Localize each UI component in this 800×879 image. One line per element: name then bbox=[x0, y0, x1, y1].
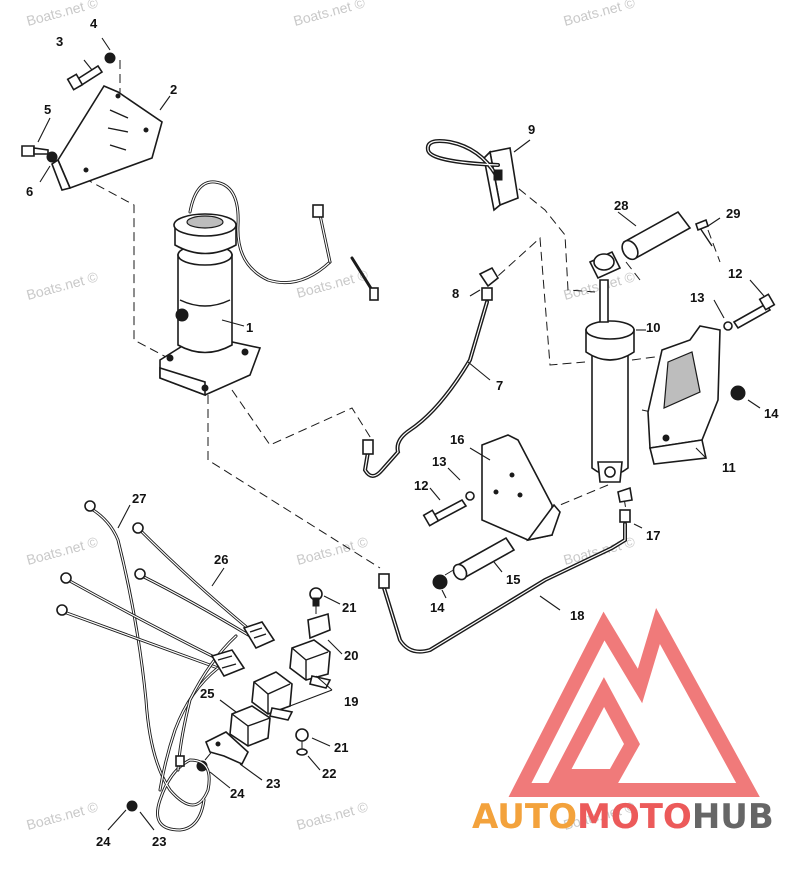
callout-15: 15 bbox=[506, 572, 520, 587]
svg-text:AUTOMOTOHUB: AUTOMOTOHUB bbox=[472, 797, 774, 837]
pivot-pin-15 bbox=[452, 536, 516, 581]
callout-3: 3 bbox=[56, 34, 63, 49]
callout-19: 19 bbox=[344, 694, 358, 709]
callout-22: 22 bbox=[322, 766, 336, 781]
leader-lines bbox=[37, 37, 765, 831]
wiring-harness bbox=[56, 500, 276, 832]
callout-8: 8 bbox=[452, 286, 459, 301]
callout-21-lower: 21 bbox=[334, 740, 348, 755]
watermark: Boats.net © bbox=[25, 533, 101, 568]
callout-23-lower: 23 bbox=[152, 834, 166, 849]
nut-14-right bbox=[730, 385, 746, 401]
relay-19-upper bbox=[289, 639, 332, 689]
callout-24-upper: 24 bbox=[230, 786, 245, 801]
logo-text-moto: MOTO bbox=[577, 797, 692, 837]
callout-5: 5 bbox=[44, 102, 51, 117]
callout-14-center: 14 bbox=[430, 600, 445, 615]
callout-26: 26 bbox=[214, 552, 228, 567]
callout-23-upper: 23 bbox=[266, 776, 280, 791]
screw-21-upper bbox=[309, 587, 323, 607]
logo-text-auto: AUTO bbox=[472, 797, 577, 837]
logo-wordmark: AUTOMOTOHUB bbox=[472, 797, 774, 837]
callout-16: 16 bbox=[450, 432, 464, 447]
mount-bracket-16 bbox=[481, 434, 561, 542]
bracket-23-upper bbox=[204, 731, 249, 766]
callout-13-center: 13 bbox=[432, 454, 446, 469]
callout-2: 2 bbox=[170, 82, 177, 97]
callout-12-right: 12 bbox=[728, 266, 742, 281]
screw-21-lower-washer-22 bbox=[295, 728, 309, 756]
screw-5-washer-6 bbox=[21, 145, 58, 163]
callout-13-right: 13 bbox=[690, 290, 704, 305]
watermark: Boats.net © bbox=[25, 0, 101, 29]
callout-1: 1 bbox=[246, 320, 253, 335]
pump-motor bbox=[159, 180, 379, 397]
callout-7: 7 bbox=[496, 378, 503, 393]
callout-14-right: 14 bbox=[764, 406, 779, 421]
callout-27: 27 bbox=[132, 491, 146, 506]
watermark: Boats.net © bbox=[292, 0, 368, 29]
callout-17: 17 bbox=[646, 528, 660, 543]
watermark: Boats.net © bbox=[25, 798, 101, 833]
bolt-12-washer-13-center bbox=[422, 491, 475, 527]
callout-20: 20 bbox=[344, 648, 358, 663]
callout-12-center: 12 bbox=[414, 478, 428, 493]
callout-6: 6 bbox=[26, 184, 33, 199]
trim-cylinder bbox=[585, 250, 635, 483]
callout-9: 9 bbox=[528, 122, 535, 137]
nut-14-center bbox=[432, 574, 448, 590]
relay-19-lower bbox=[251, 671, 294, 721]
bolt-12-washer-13-right bbox=[723, 293, 776, 331]
relay-bracket-20 bbox=[307, 612, 331, 640]
bolt-3-nut-4 bbox=[66, 52, 116, 91]
pivot-pin bbox=[621, 210, 692, 261]
callout-4: 4 bbox=[90, 16, 98, 31]
callout-11: 11 bbox=[722, 460, 736, 475]
mount-bracket-11 bbox=[647, 325, 721, 465]
nut-24-lower bbox=[126, 800, 138, 812]
bracket-plate bbox=[51, 84, 163, 191]
callout-24-lower: 24 bbox=[96, 834, 111, 849]
watermark: Boats.net © bbox=[295, 798, 371, 833]
relay-25 bbox=[229, 705, 271, 747]
watermark: Boats.net © bbox=[562, 0, 638, 29]
callout-10: 10 bbox=[646, 320, 660, 335]
watermark: Boats.net © bbox=[25, 268, 101, 303]
fitting-8 bbox=[478, 266, 500, 301]
hydraulic-line-18 bbox=[378, 522, 627, 654]
hydraulic-line-7 bbox=[362, 300, 489, 478]
callout-29: 29 bbox=[726, 206, 740, 221]
logo-emblem bbox=[508, 607, 760, 797]
callout-21-upper: 21 bbox=[342, 600, 356, 615]
callouts: 1 2 3 4 5 6 7 8 9 10 11 12 13 14 28 29 1… bbox=[26, 16, 779, 849]
callout-18: 18 bbox=[570, 608, 584, 623]
callout-25: 25 bbox=[200, 686, 214, 701]
hose-bracket bbox=[425, 139, 519, 212]
logo-text-hub: HUB bbox=[692, 797, 774, 837]
callout-28: 28 bbox=[614, 198, 628, 213]
